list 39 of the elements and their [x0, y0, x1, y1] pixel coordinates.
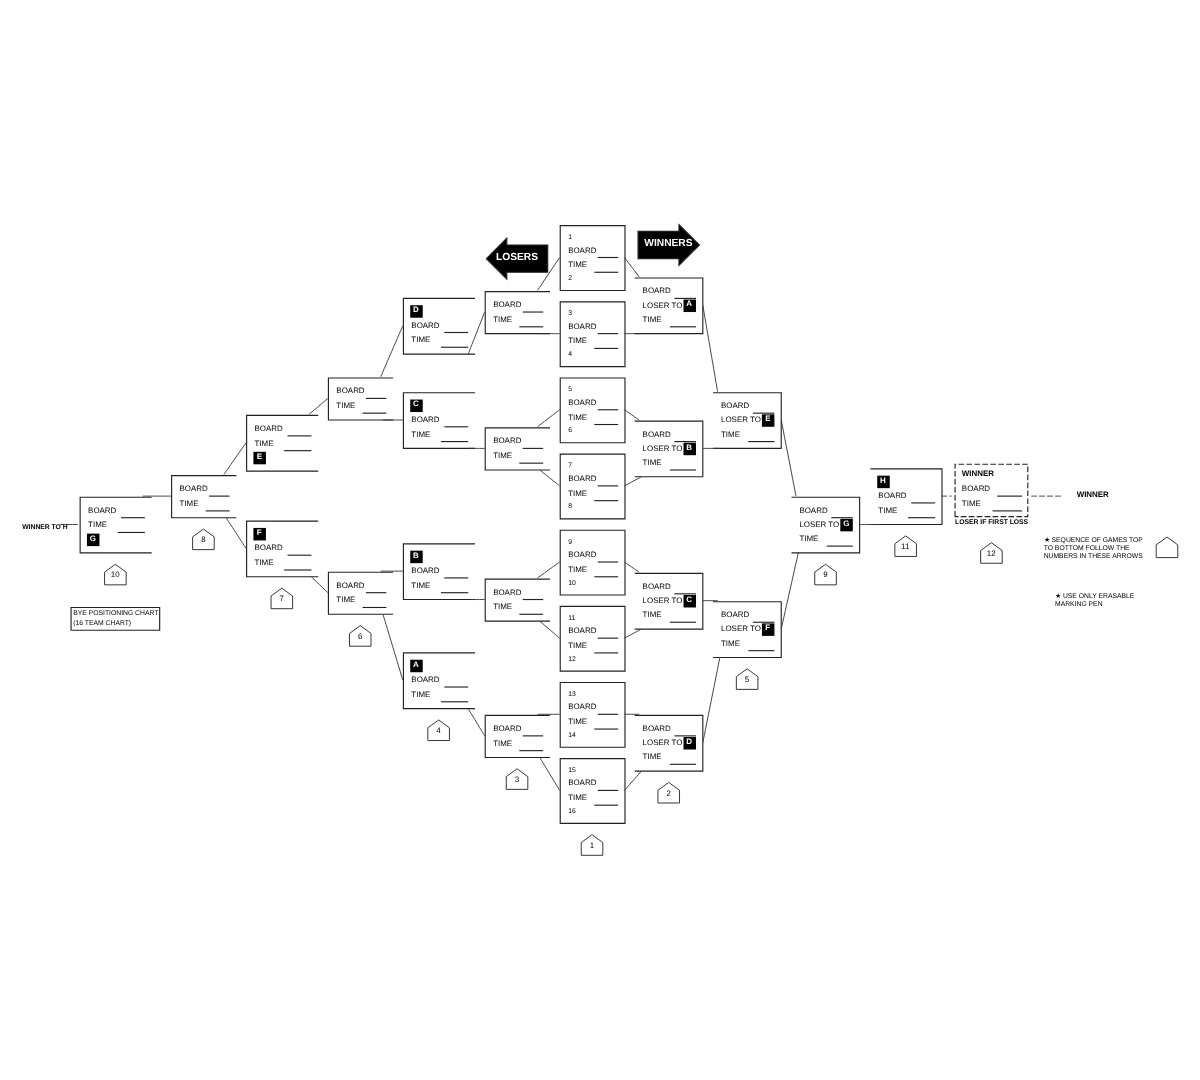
- connector: [382, 612, 404, 680]
- connector: [467, 707, 486, 736]
- connector: [941, 494, 953, 496]
- connector: [59, 523, 79, 524]
- connector: [467, 310, 486, 354]
- connector: [623, 475, 642, 486]
- connector: [539, 756, 561, 790]
- connector: [623, 332, 642, 334]
- connector: [382, 418, 404, 420]
- connector: [702, 656, 721, 743]
- connector: [702, 599, 719, 601]
- connector: [537, 712, 561, 714]
- connector: [308, 396, 329, 414]
- connector: [623, 712, 640, 714]
- connector: [225, 516, 247, 548]
- node-arrow: [1155, 535, 1179, 558]
- connector: [310, 575, 329, 593]
- connector: [623, 408, 640, 420]
- connector: [623, 769, 642, 790]
- connector: [380, 569, 404, 571]
- connector: [539, 619, 561, 638]
- connector: [623, 256, 640, 277]
- connector: [537, 560, 561, 578]
- connector: [467, 446, 486, 448]
- connector: [467, 598, 486, 599]
- connector: [780, 418, 797, 496]
- connector: [537, 408, 561, 427]
- connector: [223, 441, 247, 474]
- connector: [780, 551, 799, 629]
- connector: [859, 523, 879, 524]
- connector: [537, 256, 561, 290]
- connector: [623, 627, 642, 638]
- connector: [702, 303, 719, 392]
- connector: [702, 446, 721, 448]
- connector: [539, 468, 561, 486]
- connector: [142, 494, 172, 496]
- connector: [380, 324, 404, 377]
- connector: [623, 560, 640, 572]
- connector: [539, 332, 561, 334]
